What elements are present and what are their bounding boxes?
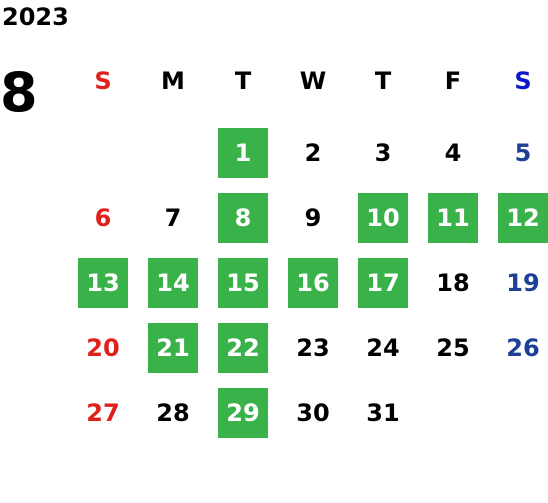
- day-number-highlighted: 12: [498, 192, 548, 243]
- day-cell: 23: [278, 315, 348, 380]
- day-cell: 1: [208, 120, 278, 185]
- day-number: 4: [444, 138, 462, 167]
- day-number: 28: [156, 398, 190, 427]
- day-number: 3: [374, 138, 392, 167]
- day-cell: 25: [418, 315, 488, 380]
- day-cell: 2: [278, 120, 348, 185]
- month-number: 8: [0, 61, 38, 124]
- weekday-saturday: S: [514, 67, 532, 95]
- day-cell: 4: [418, 120, 488, 185]
- day-cell: 31: [348, 380, 418, 445]
- day-number: 19: [506, 268, 540, 297]
- day-cell: 21: [138, 315, 208, 380]
- day-number-highlighted: 10: [358, 192, 408, 243]
- day-number-highlighted: 22: [218, 322, 268, 373]
- day-cell: 20: [68, 315, 138, 380]
- day-cell: 7: [138, 185, 208, 250]
- day-cell: 18: [418, 250, 488, 315]
- day-number-highlighted: 29: [218, 387, 268, 438]
- day-cell: 8: [208, 185, 278, 250]
- day-number: 20: [86, 333, 120, 362]
- weekday-wednesday: W: [299, 67, 327, 95]
- day-number-highlighted: 17: [358, 257, 408, 308]
- day-cell: 5: [488, 120, 548, 185]
- day-cell: 24: [348, 315, 418, 380]
- day-cell: 14: [138, 250, 208, 315]
- day-cell: 30: [278, 380, 348, 445]
- weekday-monday: M: [161, 67, 185, 95]
- day-number-highlighted: 1: [218, 127, 268, 178]
- day-number-highlighted: 15: [218, 257, 268, 308]
- day-number-highlighted: 16: [288, 257, 338, 308]
- day-cell: 9: [278, 185, 348, 250]
- day-number: 31: [366, 398, 400, 427]
- day-number: 9: [304, 203, 322, 232]
- weekday-tuesday: T: [234, 67, 252, 95]
- day-cell: 29: [208, 380, 278, 445]
- day-cell: 3: [348, 120, 418, 185]
- weekday-thursday: T: [374, 67, 392, 95]
- day-cell: 16: [278, 250, 348, 315]
- day-number: 26: [506, 333, 540, 362]
- day-number-highlighted: 11: [428, 192, 478, 243]
- weekday-sunday: S: [94, 67, 112, 95]
- day-number: 2: [304, 138, 322, 167]
- day-cell: 27: [68, 380, 138, 445]
- day-cell: 26: [488, 315, 548, 380]
- day-number-highlighted: 14: [148, 257, 198, 308]
- weekday-header: S M T W T F S: [68, 62, 548, 100]
- day-number: 30: [296, 398, 330, 427]
- day-cell: 6: [68, 185, 138, 250]
- day-cell: 10: [348, 185, 418, 250]
- day-cell: 15: [208, 250, 278, 315]
- day-number: 7: [164, 203, 182, 232]
- day-number-highlighted: 21: [148, 322, 198, 373]
- year-label: 2023: [2, 3, 69, 31]
- day-number-highlighted: 13: [78, 257, 128, 308]
- day-number-highlighted: 8: [218, 192, 268, 243]
- day-cell: 28: [138, 380, 208, 445]
- day-cell: 11: [418, 185, 488, 250]
- day-number: 24: [366, 333, 400, 362]
- day-number: 27: [86, 398, 120, 427]
- day-number: 18: [436, 268, 470, 297]
- day-cell: 22: [208, 315, 278, 380]
- day-number: 25: [436, 333, 470, 362]
- day-number: 5: [514, 138, 532, 167]
- day-cell: 17: [348, 250, 418, 315]
- day-number: 23: [296, 333, 330, 362]
- day-cell: 13: [68, 250, 138, 315]
- day-number: 6: [94, 203, 112, 232]
- day-cell: 19: [488, 250, 548, 315]
- weekday-friday: F: [444, 67, 462, 95]
- day-cell: 12: [488, 185, 548, 250]
